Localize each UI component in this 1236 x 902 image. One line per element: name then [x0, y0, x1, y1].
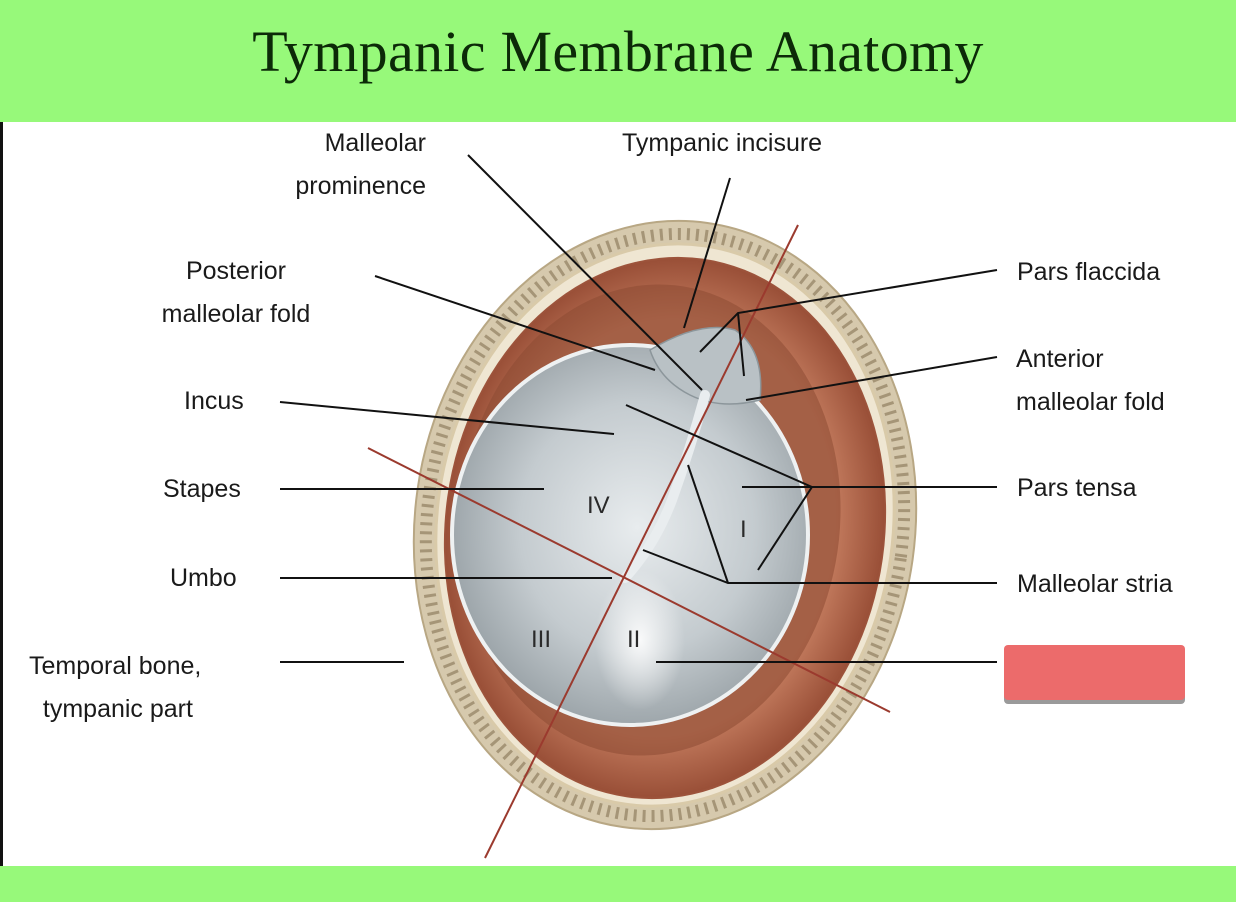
quadrant-label-ii: II: [627, 626, 641, 653]
leader-incus: [279, 401, 615, 435]
label-pars-flaccida: Pars flaccida: [1017, 258, 1161, 286]
pars-flaccida-region: [649, 326, 762, 405]
leader-tympanic-incisure: [683, 177, 731, 329]
hidden-label-box[interactable]: [1004, 645, 1185, 700]
label-malleolar-prominence: Malleolar prominence: [248, 122, 426, 208]
header-banner: Tympanic Membrane Anatomy: [0, 0, 1236, 122]
umbo-light-reflex: [595, 570, 685, 710]
footer-banner: [0, 866, 1236, 902]
label-tympanic-incisure: Tympanic incisure: [622, 129, 823, 157]
quadrant-label-i: I: [740, 516, 747, 543]
manubrium-of-malleus: [620, 390, 710, 583]
page-title: Tympanic Membrane Anatomy: [252, 18, 984, 84]
leader-pars-flaccida-branch: [737, 312, 745, 377]
label-malleolar-stria: Malleolar stria: [1017, 570, 1173, 598]
label-umbo: Umbo: [170, 564, 237, 592]
label-posterior-malleolar-fold: Posterior malleolar fold: [161, 257, 311, 328]
quadrant-axis-short: [367, 447, 891, 713]
leader-anterior-malleolar-fold: [745, 356, 998, 401]
leader-malleolar-stria-branch: [687, 464, 729, 584]
leader-pars-tensa-branch-b: [757, 486, 813, 571]
label-stapes: Stapes: [163, 475, 241, 503]
label-temporal-bone: Temporal bone, tympanic part: [29, 652, 202, 723]
leader-posterior-malleolar-fold: [374, 275, 656, 371]
temporal-bone-texture: [419, 227, 911, 823]
left-border: [0, 0, 3, 902]
label-malleolar-prominence-text: Malleolar prominence: [295, 129, 426, 200]
quadrant-label-iv: IV: [587, 492, 610, 519]
quadrant-label-iii: III: [531, 626, 552, 653]
label-incus: Incus: [184, 387, 244, 415]
label-pars-tensa: Pars tensa: [1017, 474, 1137, 502]
quadrant-axis-long: [484, 224, 799, 859]
label-anterior-malleolar-fold: Anterior malleolar fold: [1016, 345, 1165, 416]
leader-malleolar-prominence: [467, 154, 703, 391]
pars-tensa-membrane: [450, 343, 810, 727]
